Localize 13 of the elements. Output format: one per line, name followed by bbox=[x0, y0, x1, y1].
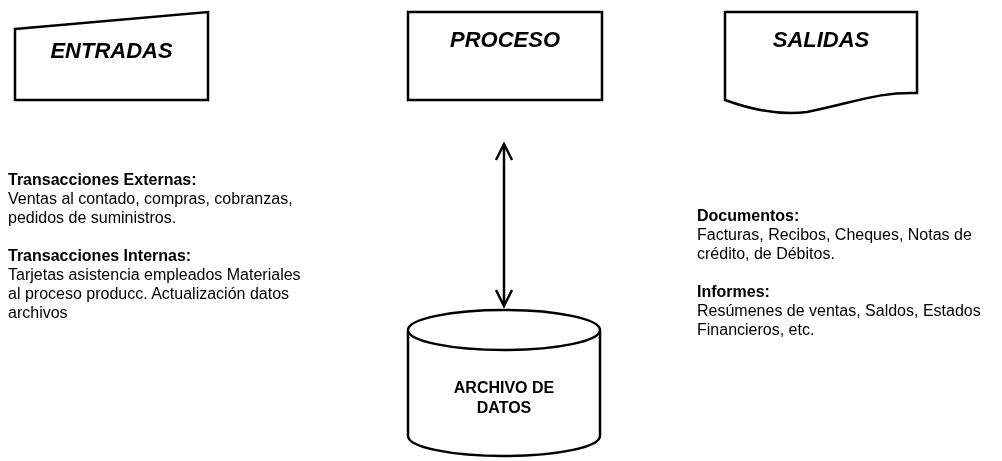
description-text: Resúmenes de ventas, Saldos, Estados Financieros, etc. bbox=[697, 301, 982, 339]
node-title: SALIDAS bbox=[771, 26, 871, 54]
double-arrow bbox=[494, 142, 514, 308]
node-title: ARCHIVO DE DATOS bbox=[452, 378, 556, 418]
description-text: Tarjetas asistencia empleados Materiales al proceso producc. Actualización datos archivos bbox=[8, 265, 302, 322]
node-title: PROCESO bbox=[449, 26, 561, 54]
section-heading: Documentos: bbox=[697, 206, 801, 225]
description-text: Ventas al contado, compras, cobranzas, pedidos de suministros. bbox=[8, 189, 294, 227]
section-heading: Informes: bbox=[697, 282, 771, 301]
description-text: Facturas, Recibos, Cheques, Notas de crédito, de Débitos. bbox=[697, 225, 973, 263]
node-title: ENTRADAS bbox=[49, 37, 174, 65]
section-heading: Transacciones Internas: bbox=[8, 246, 193, 265]
section-heading: Transacciones Externas: bbox=[8, 170, 198, 189]
